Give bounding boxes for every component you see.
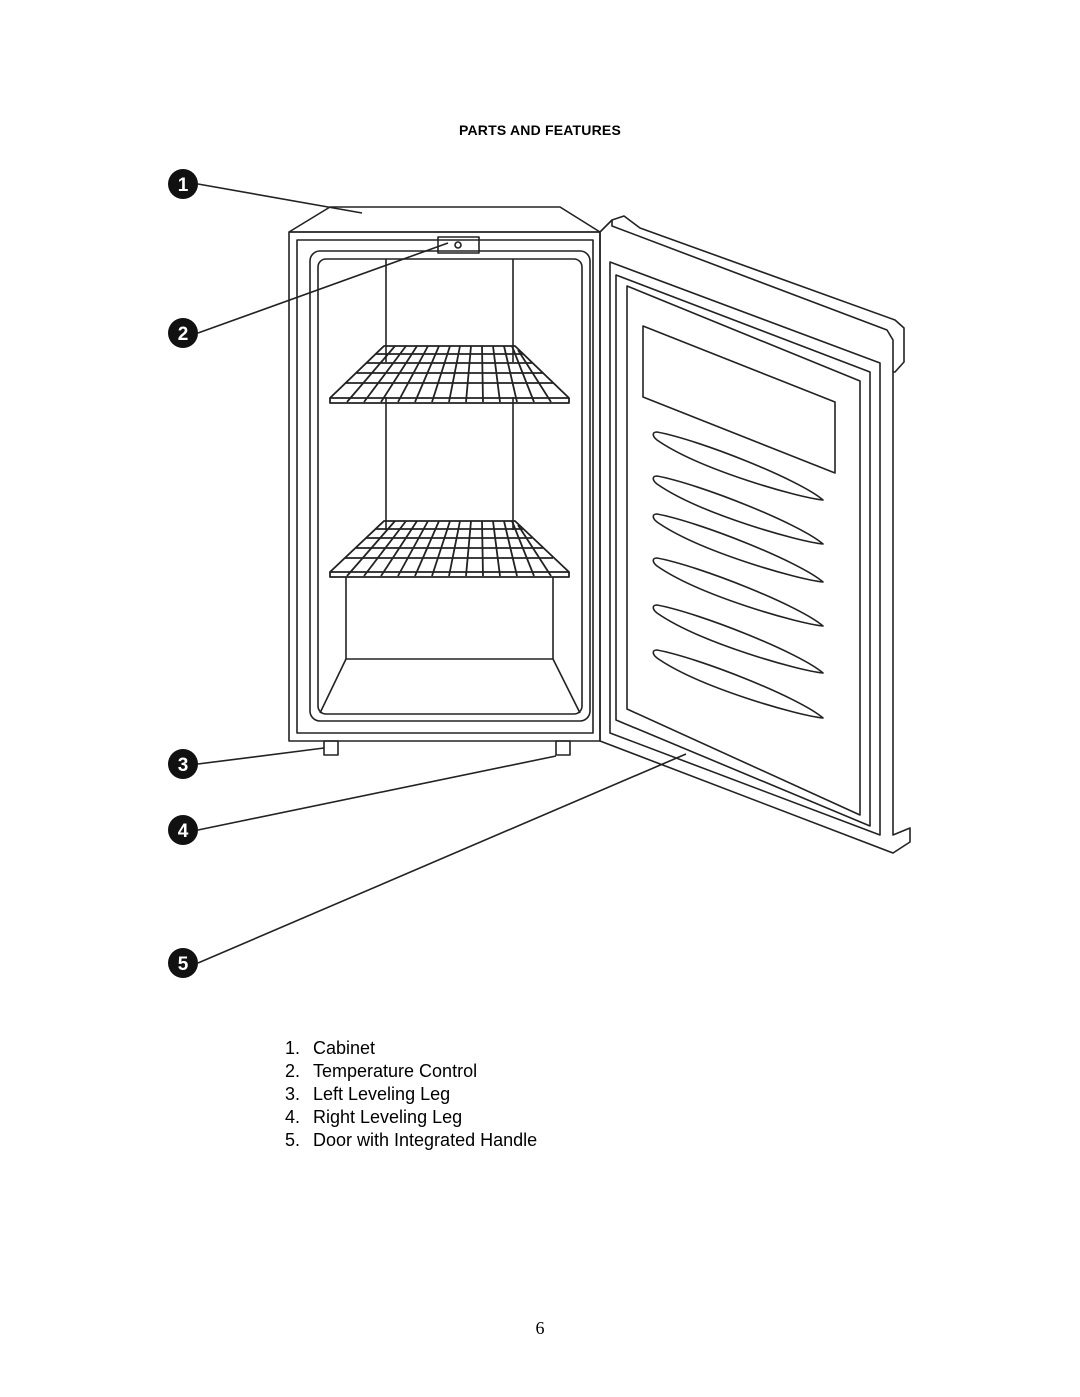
parts-list: 1. Cabinet 2. Temperature Control 3. Lef…	[285, 1037, 537, 1152]
marker-2: 2	[168, 318, 198, 348]
marker-4: 4	[168, 815, 198, 845]
list-item: 2. Temperature Control	[285, 1060, 537, 1083]
marker-3: 3	[168, 749, 198, 779]
cabinet-interior	[319, 259, 581, 714]
svg-text:5: 5	[178, 954, 189, 975]
door-bottle-rack-3	[652, 513, 824, 583]
leader-line-2	[197, 242, 449, 334]
list-item-number: 1.	[285, 1038, 301, 1058]
right-leveling-leg	[555, 740, 571, 756]
list-item-label: Temperature Control	[313, 1061, 478, 1081]
svg-text:2: 2	[178, 324, 189, 345]
door-bottle-rack-6	[652, 649, 824, 719]
page-number: 6	[535, 1318, 545, 1338]
list-item: 3. Left Leveling Leg	[285, 1083, 537, 1106]
svg-text:4: 4	[178, 821, 189, 842]
list-item-number: 4.	[285, 1107, 301, 1127]
lower-shelf	[329, 520, 570, 578]
svg-text:3: 3	[178, 755, 189, 776]
page-title: PARTS AND FEATURES	[458, 122, 621, 138]
list-item-label: Cabinet	[313, 1038, 376, 1058]
door-bottle-rack-1	[652, 431, 824, 501]
door-bottle-rack-2	[652, 475, 824, 545]
list-item-number: 2.	[285, 1061, 301, 1081]
door-bottle-rack-5	[652, 604, 824, 674]
list-item: 5. Door with Integrated Handle	[285, 1129, 537, 1152]
list-item-number: 3.	[285, 1084, 301, 1104]
leader-line-1	[197, 183, 363, 214]
leader-line-4	[197, 755, 557, 831]
list-item: 4. Right Leveling Leg	[285, 1106, 537, 1129]
list-item-label: Door with Integrated Handle	[313, 1130, 538, 1150]
marker-1: 1	[168, 169, 198, 199]
refrigerator-diagram: 1 2 3 4 5	[168, 169, 911, 978]
door-bottle-rack-4	[652, 557, 824, 627]
list-item: 1. Cabinet	[285, 1037, 537, 1060]
list-item-label: Left Leveling Leg	[313, 1084, 451, 1104]
temperature-control	[437, 236, 480, 254]
svg-text:1: 1	[178, 175, 189, 196]
marker-5: 5	[168, 948, 198, 978]
leader-line-5	[197, 753, 687, 964]
list-item-number: 5.	[285, 1130, 301, 1150]
leader-line-3	[197, 747, 325, 765]
left-leveling-leg	[323, 740, 339, 756]
list-item-label: Right Leveling Leg	[313, 1107, 463, 1127]
upper-shelf	[329, 345, 570, 404]
door	[599, 215, 911, 854]
